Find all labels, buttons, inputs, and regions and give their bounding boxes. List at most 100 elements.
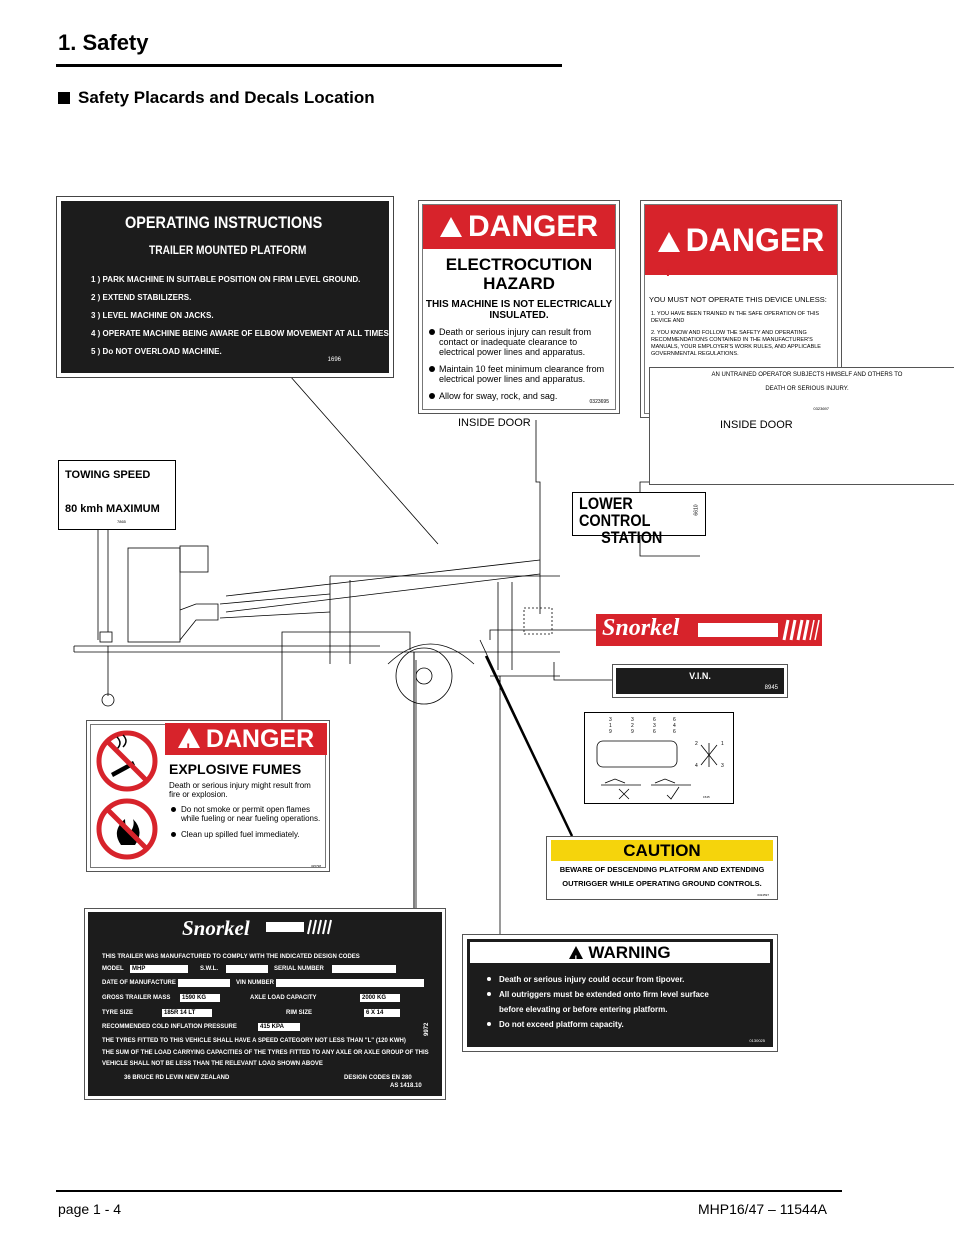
electrocution-title: ELECTROCUTION HAZARD [445, 255, 593, 293]
warning-triangle-icon [177, 728, 200, 764]
warning-tipover-decal: WARNING Death or serious injury could oc… [462, 934, 778, 1052]
electrocution-code: 0323695 [589, 399, 609, 405]
danger-electrocution-frame: DANGER ELECTROCUTION HAZARD THIS MACHINE… [422, 204, 616, 410]
svg-text:4: 4 [695, 763, 698, 769]
no-smoking-icon [96, 730, 158, 860]
snorkel-logo: Snorkel [182, 916, 250, 940]
operating-step: 5 ) Do NOT OVERLOAD MACHINE. [91, 347, 222, 356]
danger-explosive-decal: DANGER EXPLOSIVE FUMES Death or serious … [86, 720, 330, 872]
vin-label: V.I.N. [689, 671, 711, 681]
lower-control-code: 6610 [693, 504, 700, 516]
logo-stripes [266, 919, 332, 935]
towing-line: 80 kmh MAXIMUM [65, 503, 160, 515]
warning-triangle-icon [569, 946, 584, 970]
warning-heading: WARNING [588, 943, 671, 962]
danger-operation-frame: DANGER YOU MUST NOT OPERATE THIS DEVICE … [644, 204, 954, 485]
caution-decal: CAUTION BEWARE OF DESCENDING PLATFORM AN… [546, 836, 778, 900]
plate-code: 9972 [424, 1022, 430, 1036]
caution-code: 0324597 [757, 893, 769, 897]
model-field: MHP [130, 965, 188, 973]
operation-intro: YOU MUST NOT OPERATE THIS DEVICE UNLESS: [649, 295, 827, 304]
compliance-text: THE TYRES FITTED TO THIS VEHICLE SHALL H… [102, 1038, 406, 1044]
towing-line: TOWING SPEED [65, 469, 151, 481]
danger-header: DANGER [423, 205, 615, 265]
explosive-code: 325798 [310, 864, 321, 868]
gross-field: 1590 KG [180, 994, 220, 1002]
tyre-label: TYRE SIZE [102, 1010, 134, 1016]
operating-step: 2 ) EXTEND STABILIZERS. [91, 293, 192, 302]
svg-text:6: 6 [653, 717, 656, 723]
lower-control-line: LOWER CONTROL [579, 494, 651, 530]
operating-steps: 1 ) PARK MACHINE IN SUITABLE POSITION ON… [91, 271, 389, 361]
design-codes: AS 1418.10 [390, 1083, 422, 1089]
cold-field: 415 KPA [258, 1023, 300, 1031]
svg-text:4: 4 [673, 723, 676, 729]
svg-text:6: 6 [653, 729, 656, 735]
danger-heading: DANGER [205, 725, 315, 753]
towing-speed-decal: TOWING SPEED 80 kmh MAXIMUM 7865 [58, 460, 176, 530]
svg-text:9: 9 [631, 729, 634, 735]
danger-heading: DANGER [467, 210, 598, 243]
svg-text:2: 2 [631, 723, 634, 729]
list-item: Allow for sway, rock, and sag. [429, 391, 611, 401]
svg-text:3: 3 [653, 723, 656, 729]
page-title: 1. Safety [58, 30, 149, 55]
date-label: DATE OF MANUFACTURE [102, 980, 176, 986]
vin-code: 8945 [764, 685, 778, 691]
snorkel-logo-decal: Snorkel [596, 614, 822, 646]
danger-electrocution-decal: DANGER ELECTROCUTION HAZARD THIS MACHINE… [418, 200, 620, 414]
operating-step: 1 ) PARK MACHINE IN SUITABLE POSITION ON… [91, 275, 361, 284]
electrocution-subtitle: THIS MACHINE IS NOT ELECTRICALLY INSULAT… [425, 299, 613, 321]
operation-warning: AN UNTRAINED OPERATOR SUBJECTS HIMSELF A… [649, 367, 954, 485]
rim-field: 6 X 14 [364, 1009, 400, 1017]
section-heading-text: Safety Placards and Decals Location [78, 88, 375, 107]
list-item: Death or serious injury can result from … [429, 327, 611, 357]
warning-triangle-icon [439, 217, 462, 265]
list-item: Clean up spilled fuel immediately. [169, 830, 323, 839]
svg-text:6: 6 [673, 729, 676, 735]
list-item: 2. YOU KNOW AND FOLLOW THE SAFETY AND OP… [651, 330, 821, 357]
svg-text:2: 2 [695, 741, 698, 747]
rim-label: RIM SIZE [286, 1010, 313, 1016]
svg-text:3: 3 [631, 717, 634, 723]
operation-warning-line: DEATH OR SERIOUS INJURY. [765, 386, 849, 392]
explosive-para: Death or serious injury might result fro… [169, 781, 311, 799]
caution-line: BEWARE OF DESCENDING PLATFORM AND EXTEND… [559, 865, 765, 874]
trailer-compliance-plate: Snorkel THIS TRAILER WAS MANUFACTURED TO… [84, 908, 446, 1100]
compliance-statement: THIS TRAILER WAS MANUFACTURED TO COMPLY … [102, 954, 360, 960]
control-diagram-code: 1545 [703, 795, 710, 799]
footer-rule [56, 1190, 842, 1192]
vin-number-field [276, 979, 424, 987]
lower-control-station-decal: LOWER CONTROL STATION 6610 [572, 492, 706, 546]
section-heading: Safety Placards and Decals Location [58, 88, 375, 108]
towing-code: 7865 [117, 519, 126, 524]
operating-step: 4 ) OPERATE MACHINE BEING AWARE OF ELBOW… [91, 329, 389, 338]
svg-text:1: 1 [721, 741, 724, 747]
vin-number-label: VIN NUMBER [236, 980, 275, 986]
serial-field [332, 965, 396, 973]
operation-code: 0323697 [813, 406, 829, 411]
gross-label: GROSS TRAILER MASS [102, 995, 171, 1001]
page-number: page 1 - 4 [58, 1201, 122, 1217]
electrocution-bullets: Death or serious injury can result from … [429, 327, 611, 408]
operating-instructions-title: OPERATING INSTRUCTIONS [125, 213, 323, 232]
operating-step: 3 ) LEVEL MACHINE ON JACKS. [91, 311, 214, 320]
compliance-text: THE SUM OF THE LOAD CARRYING CAPACITIES … [102, 1050, 429, 1056]
explosive-bullets: Do not smoke or permit open flames while… [169, 805, 323, 846]
axle-field: 2000 KG [360, 994, 400, 1002]
swl-label: S.W.L. [200, 966, 218, 972]
list-item: Maintain 10 feet minimum clearance from … [429, 364, 611, 384]
serial-label: SERIAL NUMBER [274, 966, 324, 972]
list-item: Do not smoke or permit open flames while… [169, 805, 323, 823]
danger-operation-decal: DANGER YOU MUST NOT OPERATE THIS DEVICE … [640, 200, 954, 485]
svg-text:1: 1 [609, 723, 612, 729]
snorkel-logo: Snorkel [602, 615, 680, 641]
compliance-panel: Snorkel THIS TRAILER WAS MANUFACTURED TO… [88, 912, 442, 1096]
vin-panel: V.I.N. 8945 [616, 668, 784, 694]
list-item: before elevating or before entering plat… [499, 1005, 668, 1014]
lower-control-text: LOWER CONTROL STATION [579, 495, 686, 546]
list-item: All outriggers must be extended onto fir… [487, 987, 765, 1002]
operation-items: 1. YOU HAVE BEEN TRAINED IN THE SAFE OPE… [651, 311, 831, 363]
